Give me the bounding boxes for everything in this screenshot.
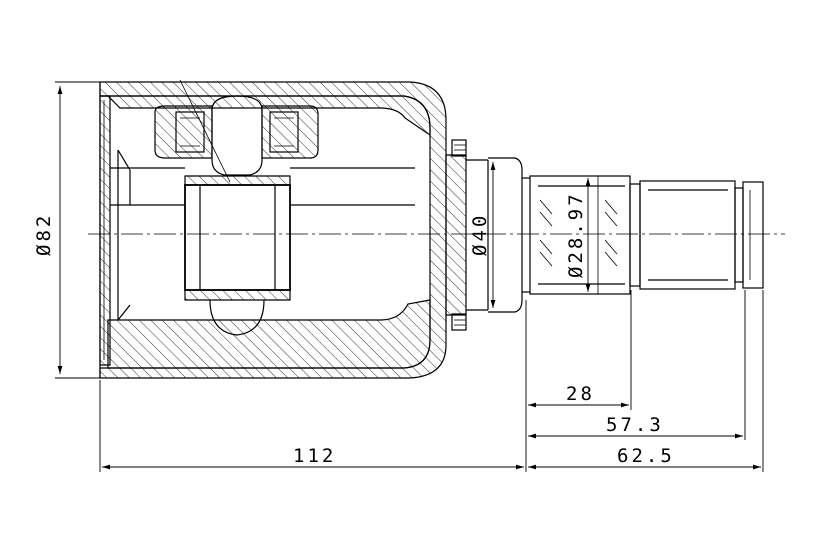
- body-diameter-label: Ø82: [33, 213, 55, 256]
- inner-bore: [103, 100, 415, 360]
- body-length-label: 112: [293, 445, 336, 467]
- tripod-spider: [154, 79, 319, 336]
- dimension-body-diameter: Ø82: [33, 81, 100, 379]
- dimension-stub-length-short: 57.3: [528, 414, 743, 439]
- spline-diameter-label: Ø28.97: [565, 191, 587, 278]
- dimension-spline-diameter: Ø28.97: [565, 178, 591, 292]
- spline-shaft: [529, 175, 764, 295]
- dimension-neck-diameter: Ø40: [469, 162, 496, 308]
- extension-lines: [99, 290, 764, 472]
- stub-length-total-label: 62.5: [617, 445, 675, 467]
- spline-length-label: 28: [566, 383, 595, 405]
- dimension-spline-length: 28: [528, 383, 629, 408]
- dimension-stub-length-total: 62.5: [528, 445, 761, 470]
- dimension-body-length: 112: [102, 445, 524, 470]
- neck-diameter-label: Ø40: [469, 213, 491, 256]
- neck-flange: [445, 139, 530, 331]
- stub-length-short-label: 57.3: [606, 414, 664, 436]
